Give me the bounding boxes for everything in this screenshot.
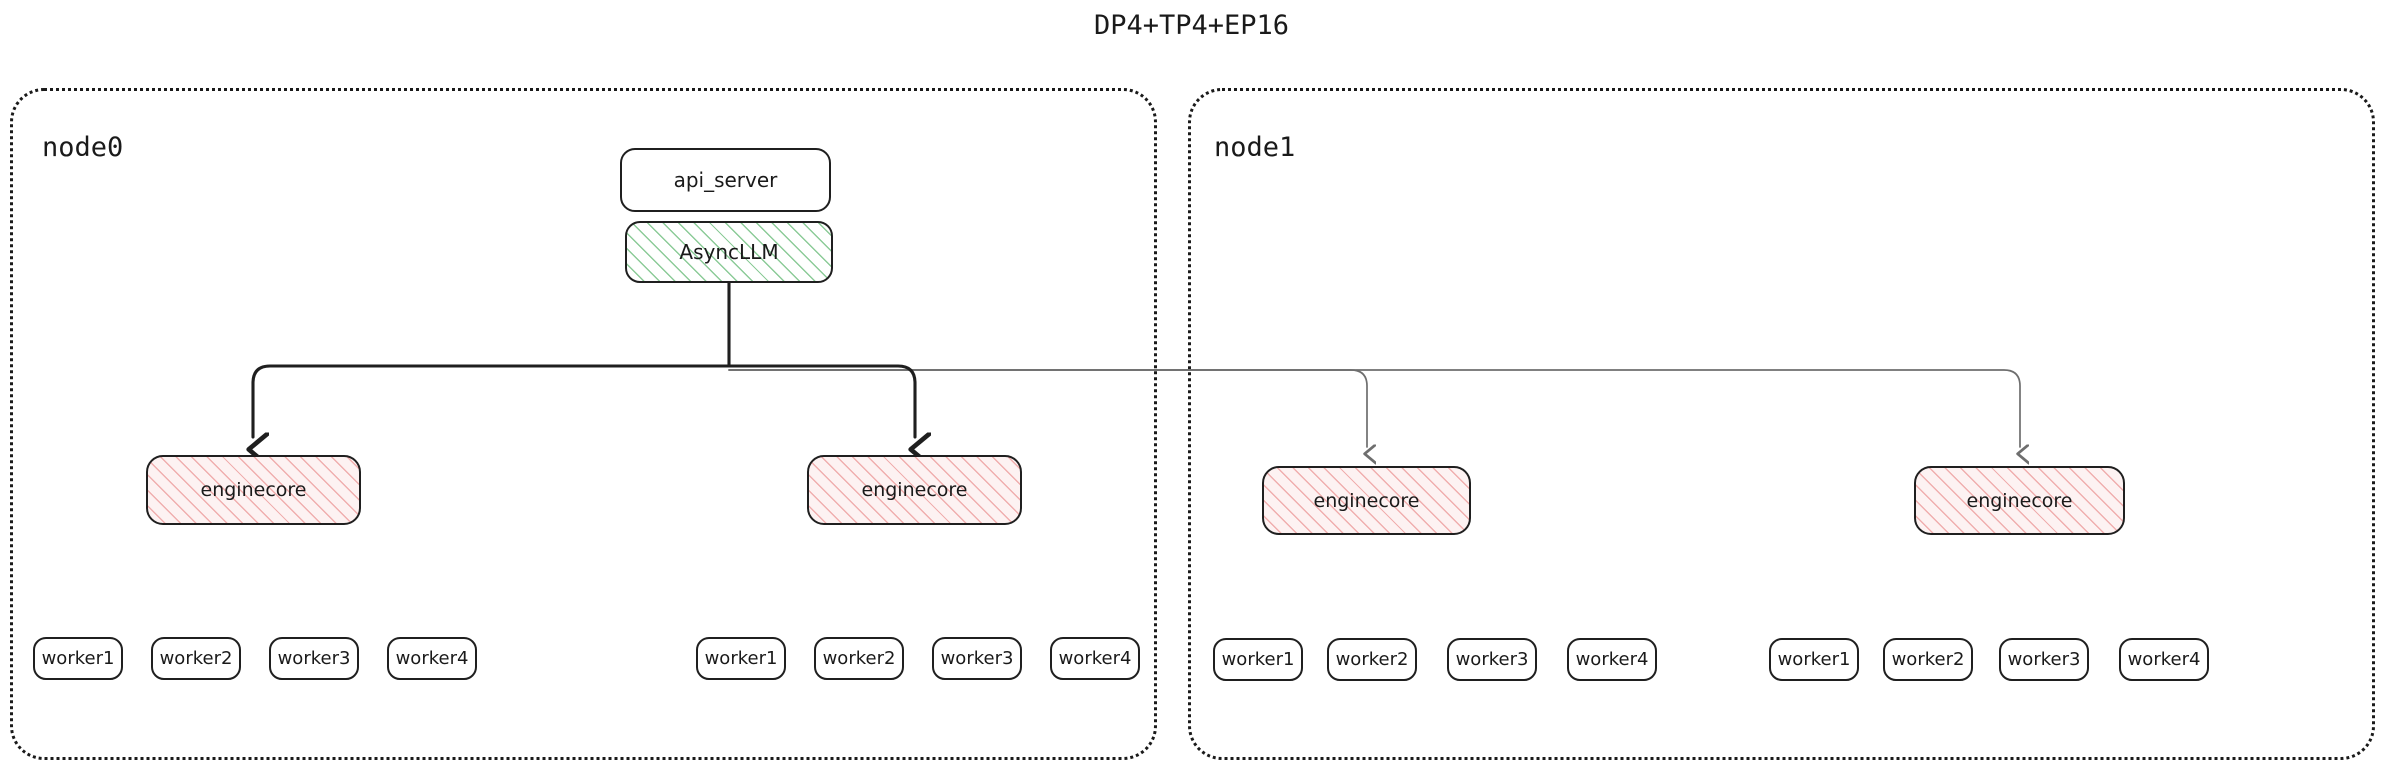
node-label-node0: node0 [42,132,124,163]
box-api_server[interactable]: api_server [620,148,831,212]
worker-box-workers-n0-a-2[interactable]: worker2 [151,637,241,680]
worker-box-workers-n1-a-3[interactable]: worker3 [1447,638,1537,681]
worker-box-workers-n1-a-1[interactable]: worker1 [1213,638,1303,681]
worker-box-workers-n1-b-4[interactable]: worker4 [2119,638,2209,681]
box-engine-n1-b[interactable]: enginecore [1914,466,2125,535]
worker-box-workers-n0-b-3[interactable]: worker3 [932,637,1022,680]
box-engine-n0-a[interactable]: enginecore [146,455,361,525]
worker-box-workers-n0-b-1[interactable]: worker1 [696,637,786,680]
worker-box-workers-n1-a-4[interactable]: worker4 [1567,638,1657,681]
worker-box-workers-n1-b-2[interactable]: worker2 [1883,638,1973,681]
box-engine-n1-a[interactable]: enginecore [1262,466,1471,535]
worker-box-workers-n0-a-1[interactable]: worker1 [33,637,123,680]
worker-box-workers-n1-b-3[interactable]: worker3 [1999,638,2089,681]
worker-box-workers-n0-a-4[interactable]: worker4 [387,637,477,680]
worker-box-workers-n0-a-3[interactable]: worker3 [269,637,359,680]
worker-box-workers-n1-a-2[interactable]: worker2 [1327,638,1417,681]
worker-box-workers-n0-b-2[interactable]: worker2 [814,637,904,680]
node-label-node1: node1 [1214,132,1296,163]
worker-box-workers-n0-b-4[interactable]: worker4 [1050,637,1140,680]
worker-box-workers-n1-b-1[interactable]: worker1 [1769,638,1859,681]
box-engine-n0-b[interactable]: enginecore [807,455,1022,525]
page-title: DP4+TP4+EP16 [1093,10,1290,41]
box-asyncllm[interactable]: AsyncLLM [625,221,833,283]
